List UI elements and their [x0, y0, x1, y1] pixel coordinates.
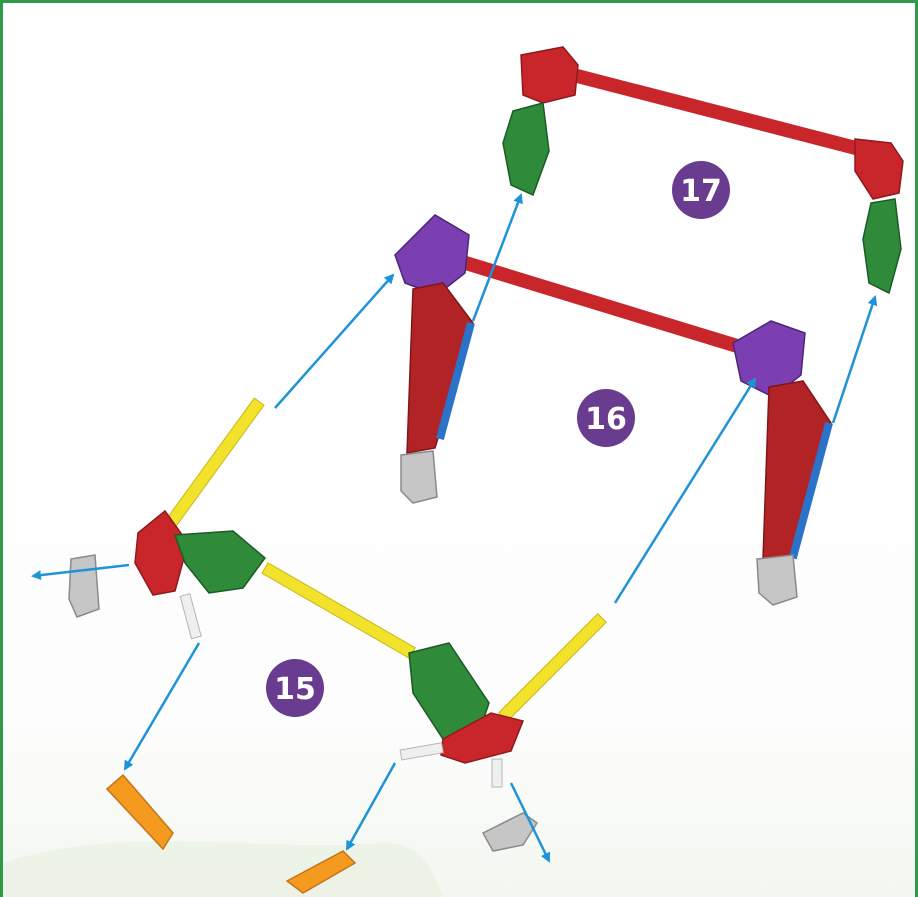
- grey-clip-left: [400, 450, 438, 504]
- red-connector-left: [134, 509, 189, 596]
- arrow-blue-to-green-left: [471, 193, 523, 322]
- arrow-yellow-to-purple-right: [613, 377, 757, 604]
- red-corner-connector-right: [854, 138, 904, 200]
- white-rod-right-vertical: [491, 758, 503, 788]
- badge-16: [577, 389, 635, 447]
- arrow-clip-out-bottom: [509, 782, 551, 863]
- red-rod-middle: [430, 246, 742, 354]
- grey-clip-left: [68, 554, 100, 618]
- green-connector-left: [502, 102, 550, 197]
- badge-17: [672, 161, 730, 219]
- assembly-illustration: 17 16: [3, 46, 904, 897]
- blue-rod-right: [788, 421, 833, 560]
- step-17-frame: 17: [502, 46, 904, 295]
- green-connector-right: [862, 198, 902, 295]
- white-rod-left: [179, 593, 202, 640]
- step-16-frame: 16: [394, 214, 833, 606]
- grey-clip-right: [756, 554, 798, 606]
- purple-connector-left: [394, 214, 470, 296]
- orange-clip-right: [285, 850, 357, 894]
- white-rod-right-horizontal: [399, 742, 444, 761]
- step-15-frame: 15: [68, 397, 607, 894]
- blue-rod-left: [436, 321, 475, 440]
- yellow-rod-middle: [261, 562, 416, 659]
- arrow-clip-out-left: [31, 563, 130, 581]
- step-15-number: 15: [274, 672, 316, 707]
- green-connector-left: [173, 530, 267, 594]
- arrow-blue-to-green-right: [831, 295, 878, 424]
- yellow-rod-right: [498, 613, 607, 722]
- orange-clip-left: [105, 773, 174, 851]
- arrow-to-orange-left: [123, 642, 201, 771]
- arrow-yellow-to-purple-left: [274, 273, 395, 409]
- arrow-to-orange-right: [345, 762, 397, 851]
- badge-15: [266, 659, 324, 717]
- red-corner-connector-left: [520, 46, 579, 104]
- step-17-number: 17: [680, 174, 722, 209]
- yellow-rod-upper-left: [165, 397, 265, 528]
- red-connector-right: [440, 712, 525, 764]
- step-16-number: 16: [585, 402, 627, 437]
- red-rod-top: [556, 64, 894, 165]
- grey-clip-bottom: [481, 812, 539, 852]
- ground-shading: [3, 841, 443, 897]
- assembly-arrows: [31, 193, 878, 863]
